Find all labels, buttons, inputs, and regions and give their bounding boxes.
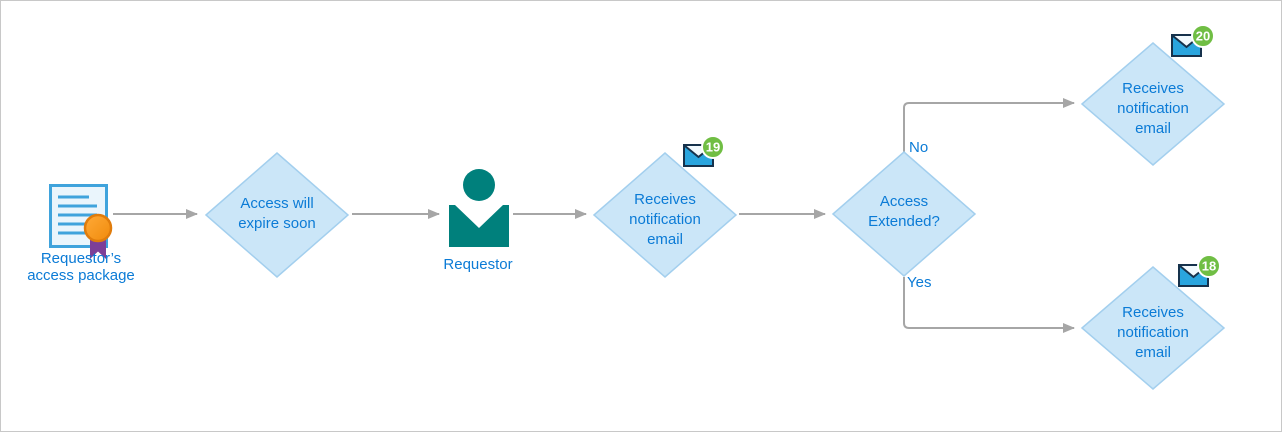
- access-package-label: Requestor’s access package: [27, 250, 135, 284]
- access-extended-label: Access Extended?: [868, 193, 940, 230]
- person-icon: [449, 169, 509, 247]
- diamond-expire-soon: [204, 152, 350, 278]
- requestor-label: Requestor: [443, 256, 513, 273]
- expire-soon-label: Access will expire soon: [238, 195, 316, 232]
- ribbon: [90, 237, 106, 259]
- notification-badge: 20: [1191, 24, 1215, 48]
- badge-count: 20: [1196, 29, 1210, 44]
- first-notification-label: Receives notification email: [629, 191, 701, 248]
- certificate-document-icon: [49, 184, 113, 259]
- diamond-no-notification: [1080, 42, 1226, 166]
- notification-badge: 18: [1197, 254, 1221, 278]
- diamond-access-extended: [831, 151, 977, 277]
- branch-yes-label: Yes: [907, 274, 932, 291]
- connector-no-branch: [903, 98, 1075, 152]
- no-notification-label: Receives notification email: [1117, 80, 1189, 137]
- yes-notification-label: Receives notification email: [1117, 304, 1189, 361]
- branch-no-label: No: [909, 139, 929, 156]
- connector-yes-branch: [903, 277, 1075, 333]
- diamond-first-notification: [592, 152, 738, 278]
- diamond-yes-notification: [1080, 266, 1226, 390]
- seal: [83, 213, 113, 243]
- notification-badge: 19: [701, 135, 725, 159]
- badge-count: 19: [706, 140, 720, 155]
- badge-count: 18: [1202, 259, 1216, 274]
